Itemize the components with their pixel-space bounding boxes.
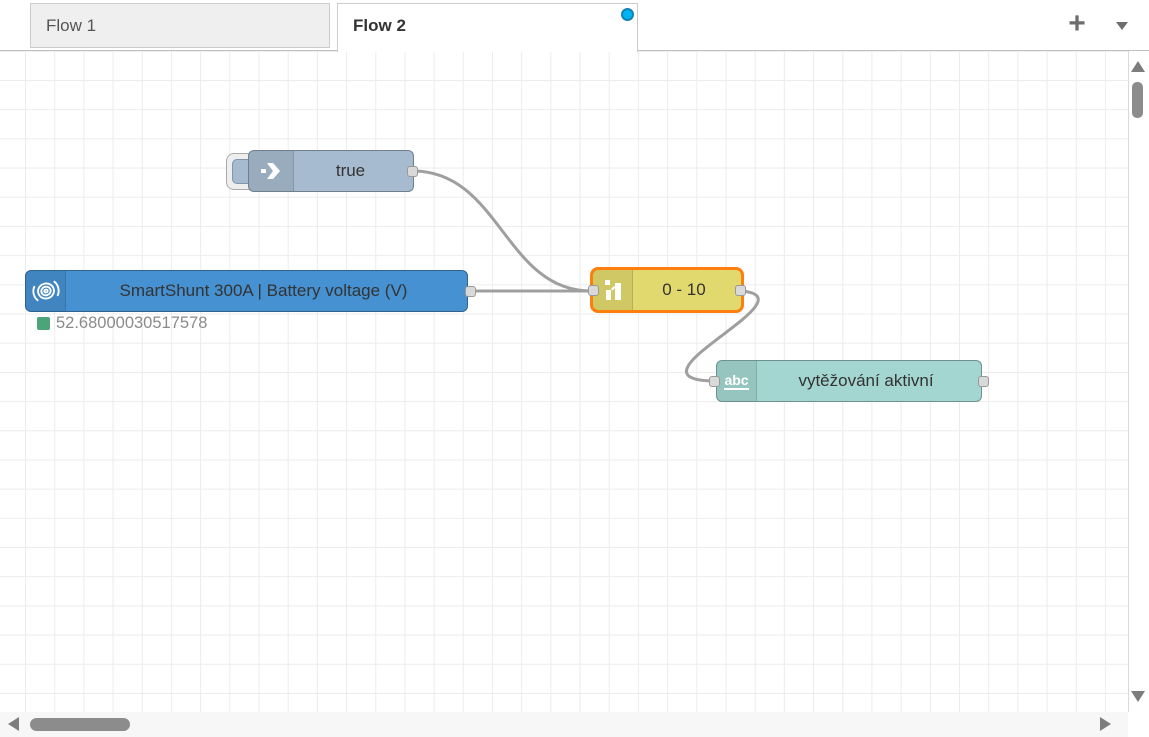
- victron-logo-icon: [26, 271, 66, 311]
- unsaved-changes-dot-icon: [621, 8, 634, 21]
- node-ui-text[interactable]: abc vytěžování aktivní: [709, 360, 989, 402]
- node-status: 52.68000030517578: [37, 313, 207, 333]
- input-port[interactable]: [709, 375, 720, 387]
- inject-arrow-icon: [249, 151, 294, 191]
- wires-layer: [412, 169, 760, 383]
- wire-inject-to-range[interactable]: [412, 169, 592, 293]
- scroll-down-arrow-icon[interactable]: [1131, 691, 1145, 702]
- node-label: SmartShunt 300A | Battery voltage (V): [119, 281, 408, 300]
- flow-list-button[interactable]: [1105, 8, 1139, 42]
- horizontal-scroll-thumb[interactable]: [30, 718, 130, 731]
- node-label: vytěžování aktivní: [798, 371, 934, 390]
- output-port[interactable]: [735, 284, 746, 296]
- status-text: 52.68000030517578: [56, 313, 208, 332]
- node-range[interactable]: 0 - 10: [588, 267, 746, 313]
- vertical-scrollbar[interactable]: [1128, 51, 1145, 712]
- scroll-right-arrow-icon[interactable]: [1100, 717, 1111, 731]
- node-label: true: [335, 161, 366, 180]
- input-port[interactable]: [588, 284, 599, 296]
- output-port[interactable]: [465, 285, 476, 297]
- horizontal-scrollbar[interactable]: [0, 712, 1128, 737]
- output-port[interactable]: [978, 375, 989, 387]
- scroll-up-arrow-icon[interactable]: [1131, 61, 1145, 72]
- range-icon: [593, 270, 633, 310]
- tab-label: Flow 2: [353, 16, 406, 35]
- tab-flow-2[interactable]: Flow 2: [337, 3, 638, 52]
- vertical-scroll-thumb[interactable]: [1132, 82, 1143, 118]
- tab-flow-1[interactable]: Flow 1: [30, 3, 330, 48]
- status-green-square-icon: [37, 316, 50, 330]
- add-flow-button[interactable]: +: [1068, 7, 1086, 40]
- workspace-tab-bar: Flow 1 Flow 2 +: [0, 0, 1149, 52]
- flow-canvas[interactable]: true SmartShunt 300A | Battery voltage (…: [0, 51, 1128, 712]
- tab-label: Flow 1: [46, 16, 97, 35]
- node-inject[interactable]: true: [248, 150, 418, 192]
- node-victron-smartshunt[interactable]: SmartShunt 300A | Battery voltage (V): [25, 270, 476, 312]
- chevron-down-icon: [1116, 22, 1128, 30]
- abc-text-icon: abc: [717, 361, 757, 401]
- node-label: 0 - 10: [662, 280, 706, 299]
- wire-range-to-text[interactable]: [684, 289, 760, 383]
- scroll-left-arrow-icon[interactable]: [8, 717, 19, 731]
- output-port[interactable]: [407, 165, 418, 177]
